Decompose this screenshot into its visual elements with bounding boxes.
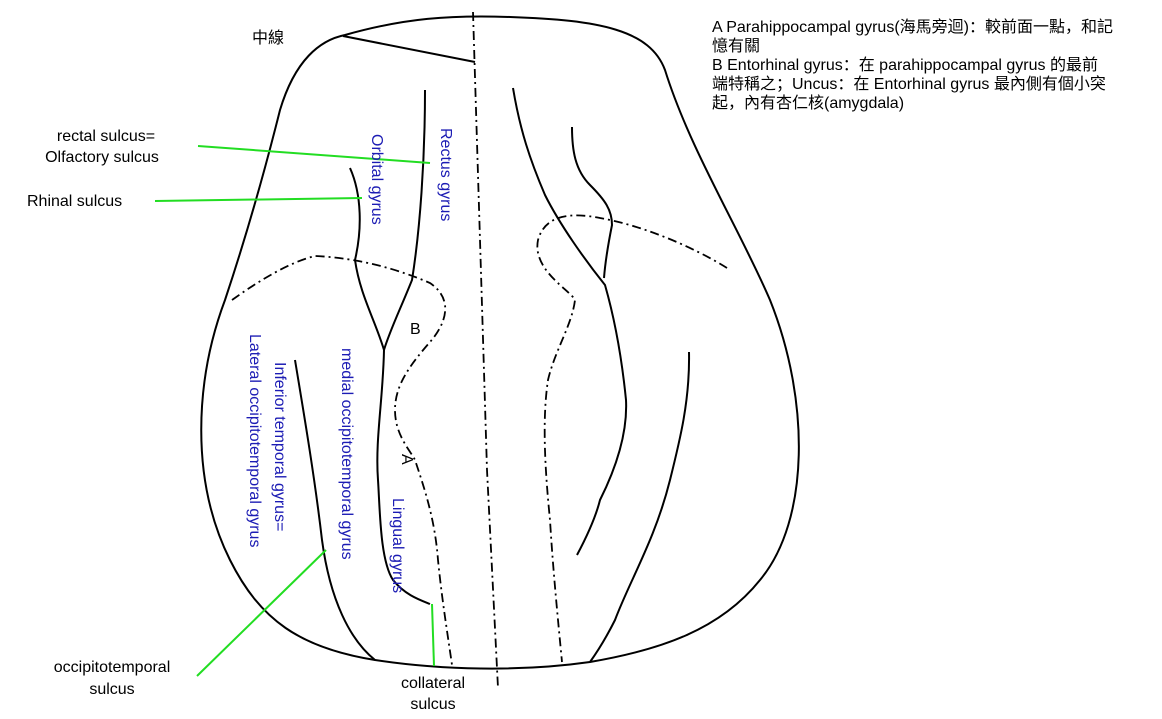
collateral-sulcus-leader: [431, 603, 435, 667]
note-line: B Entorhinal gyrus：在 parahippocampal gyr…: [712, 57, 1098, 74]
right-inferior-sulcus: [589, 351, 691, 663]
midline-pointer: [342, 35, 476, 63]
legend-notes: A Parahippocampal gyrus(海馬旁迴)：較前面一點，和記 憶…: [712, 18, 1162, 113]
rectus-gyrus-label: Rectus gyrus: [437, 128, 454, 221]
brain-outline: [200, 15, 800, 670]
olfactory-sulcus: [383, 89, 426, 351]
rhinal-sulcus-label: Rhinal sulcus: [27, 193, 122, 210]
occipitotemporal-sulcus-label: occipitotemporal: [54, 659, 171, 676]
rectal-sulcus-leader: [197, 145, 431, 164]
occipitotemporal-sulcus-line: [294, 359, 376, 661]
occipitotemporal-sulcus-label-2: sulcus: [89, 681, 134, 698]
right-olfactory-sulcus: [512, 87, 628, 556]
rhinal-sulcus-leader: [154, 197, 363, 202]
collateral-sulcus-line: [376, 349, 431, 605]
right-orbital-sulcus: [571, 126, 614, 279]
lateral-occipitotemporal-gyrus-label: Lateral occipitotemporal gyrus: [246, 334, 263, 547]
medial-occipitotemporal-gyrus-label: medial occipitotemporal gyrus: [338, 348, 355, 560]
midline-label: 中線: [252, 29, 284, 47]
rectal-sulcus-label: rectal sulcus=: [57, 128, 155, 145]
left-temporal-boundary: [231, 255, 453, 666]
midline: [472, 11, 499, 689]
note-line: 端特稱之；Uncus：在 Entorhinal gyrus 最內側有個小突: [712, 76, 1106, 93]
olfactory-sulcus-label: Olfactory sulcus: [45, 149, 159, 166]
entorhinal-marker: B: [410, 321, 421, 338]
note-line: 起，內有杏仁核(amygdala): [712, 95, 905, 112]
parahippocampal-marker: A: [398, 454, 415, 465]
inferior-temporal-gyrus-label: Inferior temporal gyrus=: [271, 362, 288, 531]
note-line: A Parahippocampal gyrus(海馬旁迴)：較前面一點，和記: [712, 19, 1113, 36]
right-temporal-boundary: [536, 214, 728, 663]
occipitotemporal-sulcus-leader: [196, 549, 327, 677]
note-line: 憶有關: [712, 38, 761, 55]
collateral-sulcus-label-2: sulcus: [410, 696, 455, 713]
collateral-sulcus-label: collateral: [401, 675, 465, 692]
orbital-gyrus-label: Orbital gyrus: [368, 134, 385, 225]
lingual-gyrus-label: Lingual gyrus: [389, 498, 406, 593]
